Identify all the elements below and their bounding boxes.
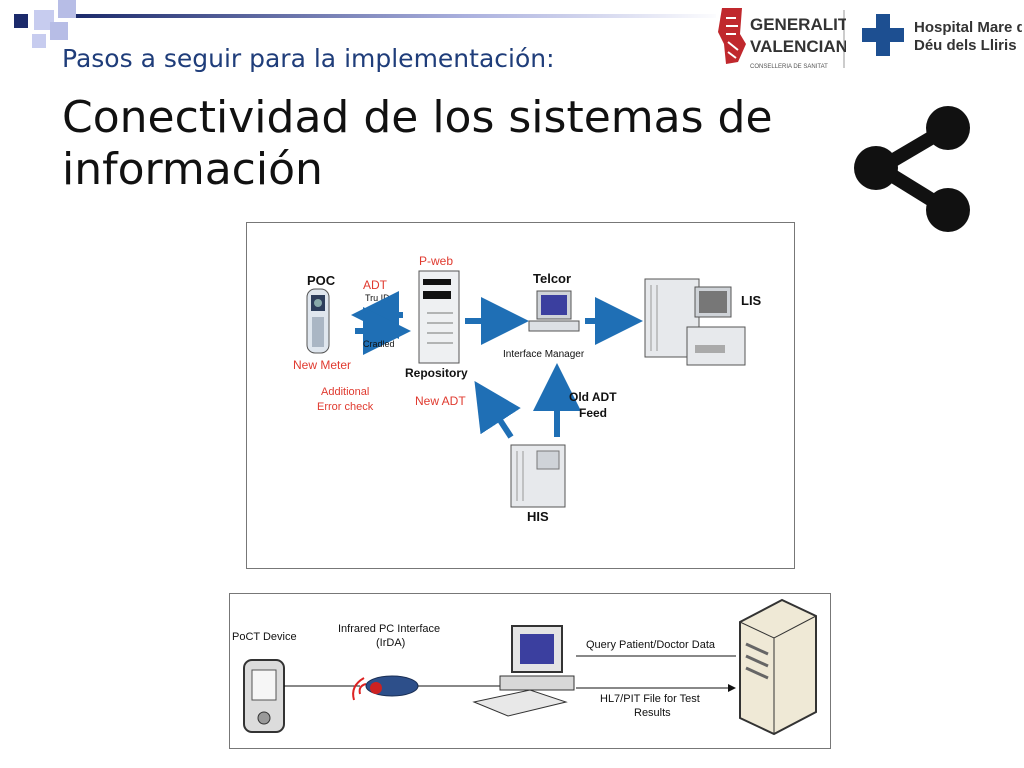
- poct-device-label: PoCT Device: [232, 631, 297, 643]
- connectivity-diagram: POC New Meter Additional Error check ADT…: [246, 222, 795, 569]
- hospital-text-line2: Déu dels Lliris: [914, 37, 1017, 54]
- repository-server-icon: [418, 270, 460, 364]
- repository-label: Repository: [405, 366, 468, 380]
- hl7-label-line1: HL7/PIT File for Test: [600, 693, 700, 705]
- cradled-label: Cradled: [363, 339, 395, 349]
- decor-square: [58, 0, 76, 18]
- decor-line: [76, 14, 726, 18]
- adt-label: ADT: [363, 278, 388, 292]
- his-label: HIS: [527, 509, 549, 524]
- feed-label: Feed: [579, 406, 607, 420]
- infrared-label-line1: Infrared PC Interface: [338, 623, 440, 635]
- interface-manager-label: Interface Manager: [503, 349, 585, 360]
- old-adt-label: Old ADT: [569, 390, 617, 404]
- tru-id-label: Tru ID: [365, 293, 390, 303]
- poct-connection-diagram: PoCT Device Infrared PC Interface (IrDA)…: [229, 593, 831, 749]
- infrared-interface-icon: [352, 675, 419, 701]
- lis-label: LIS: [741, 293, 762, 308]
- gva-text-line3: CONSELLERIA DE SANITAT: [750, 64, 828, 70]
- gva-text-line2: VALENCIANA: [750, 37, 846, 56]
- decor-square: [32, 34, 46, 48]
- his-to-repository-arrow: [474, 380, 521, 439]
- poc-label: POC: [307, 273, 336, 288]
- database-server-icon: [739, 598, 817, 736]
- slide-subtitle: Pasos a seguir para la implementación:: [62, 44, 555, 73]
- poc-meter-icon: [306, 288, 330, 354]
- generalitat-emblem-icon: GENERALITAT VALENCIANA CONSELLERIA DE SA…: [716, 4, 869, 72]
- decor-square: [34, 10, 54, 30]
- pc-workstation-icon: [472, 625, 575, 717]
- infrared-label-line2: (IrDA): [376, 637, 405, 649]
- hospital-text-line1: Hospital Mare de: [914, 19, 1022, 36]
- decor-square: [50, 22, 68, 40]
- telcor-computer-icon: [528, 290, 580, 332]
- pda-device-icon: [243, 659, 285, 733]
- his-server-icon: [510, 444, 566, 508]
- share-icon: [854, 106, 970, 232]
- telcor-label: Telcor: [533, 271, 571, 286]
- new-meter-label: New Meter: [293, 358, 351, 372]
- slide-title: Conectividad de los sistemas de informac…: [62, 92, 822, 196]
- error-check-label: Error check: [317, 401, 374, 413]
- generalitat-logo: GENERALITAT VALENCIANA CONSELLERIA DE SA…: [716, 4, 869, 72]
- new-adt-label: New ADT: [415, 394, 466, 408]
- gva-text-line1: GENERALITAT: [750, 15, 846, 34]
- decor-square: [14, 14, 28, 28]
- slide-title-line2: información: [62, 144, 323, 195]
- hospital-logo: Hospital Mare de Déu dels Lliris: [862, 12, 1024, 58]
- pweb-label: P-web: [419, 254, 453, 268]
- hl7-label-line2: Results: [634, 707, 671, 719]
- slide-title-line1: Conectividad de los sistemas de: [62, 92, 773, 143]
- share-button[interactable]: [850, 100, 972, 236]
- query-label: Query Patient/Doctor Data: [586, 639, 716, 651]
- additional-label: Additional: [321, 386, 369, 398]
- hospital-cross-icon: Hospital Mare de Déu dels Lliris: [862, 14, 1024, 56]
- lis-server-icon: [644, 278, 746, 366]
